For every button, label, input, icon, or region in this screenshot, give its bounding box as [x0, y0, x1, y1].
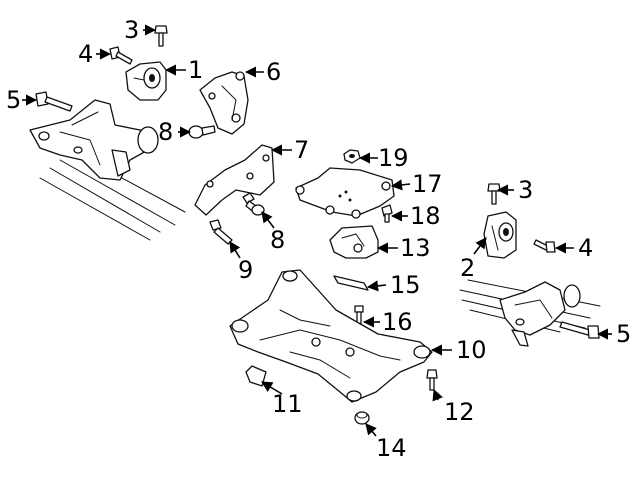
- callout-1: 1: [188, 56, 203, 84]
- callout-10: 10: [456, 336, 487, 364]
- bolt-3-left: [154, 25, 168, 47]
- callout-3-right: 3: [518, 176, 533, 204]
- plate-15: [333, 275, 369, 291]
- callout-6: 6: [266, 58, 281, 86]
- bolt-8-upper: [188, 125, 216, 139]
- bolt-4-right: [533, 239, 556, 253]
- callout-4-right: 4: [578, 234, 593, 262]
- callout-9: 9: [238, 256, 253, 284]
- bolt-4-left: [109, 46, 133, 65]
- callout-5-left: 5: [6, 86, 21, 114]
- callout-7: 7: [294, 136, 309, 164]
- right-frame-rail: [459, 279, 601, 347]
- callout-13: 13: [400, 234, 431, 262]
- callout-19: 19: [378, 144, 409, 172]
- callout-4-left: 4: [78, 40, 93, 68]
- callout-18: 18: [410, 202, 441, 230]
- engine-mount-2: [483, 211, 517, 259]
- subframe-10: [229, 269, 433, 403]
- bolt-12: [426, 369, 438, 391]
- bushing-14: [354, 411, 370, 425]
- bolt-5-left: [35, 91, 73, 112]
- leader-arrows: [22, 24, 612, 437]
- callout-labels: 3 4 5 1 6 8 7 8 9 19 17 18 13 15 16 10 1…: [6, 16, 631, 462]
- callout-12: 12: [444, 398, 475, 426]
- nut-19: [343, 149, 361, 164]
- bolt-9: [209, 219, 233, 245]
- callout-16: 16: [382, 308, 413, 336]
- engine-mount-1: [125, 61, 167, 101]
- callout-17: 17: [412, 170, 443, 198]
- bolt-18: [381, 204, 393, 223]
- callout-14: 14: [376, 434, 407, 462]
- bracket-11: [245, 365, 267, 387]
- callout-2: 2: [460, 254, 475, 282]
- callout-3-left: 3: [124, 16, 139, 44]
- bolt-5-right: [559, 321, 600, 339]
- bolt-8-lower: [242, 192, 265, 216]
- left-frame-rail: [29, 99, 186, 241]
- callout-15: 15: [390, 271, 421, 299]
- callout-11: 11: [272, 390, 303, 418]
- bracket-17: [295, 167, 395, 219]
- bracket-7: [194, 144, 275, 216]
- callout-5-right: 5: [616, 320, 631, 348]
- callout-8-lower: 8: [270, 226, 285, 254]
- callout-8-upper: 8: [158, 118, 173, 146]
- bolt-3-right: [487, 183, 501, 205]
- mount-13: [329, 225, 379, 259]
- bracket-6: [199, 71, 249, 135]
